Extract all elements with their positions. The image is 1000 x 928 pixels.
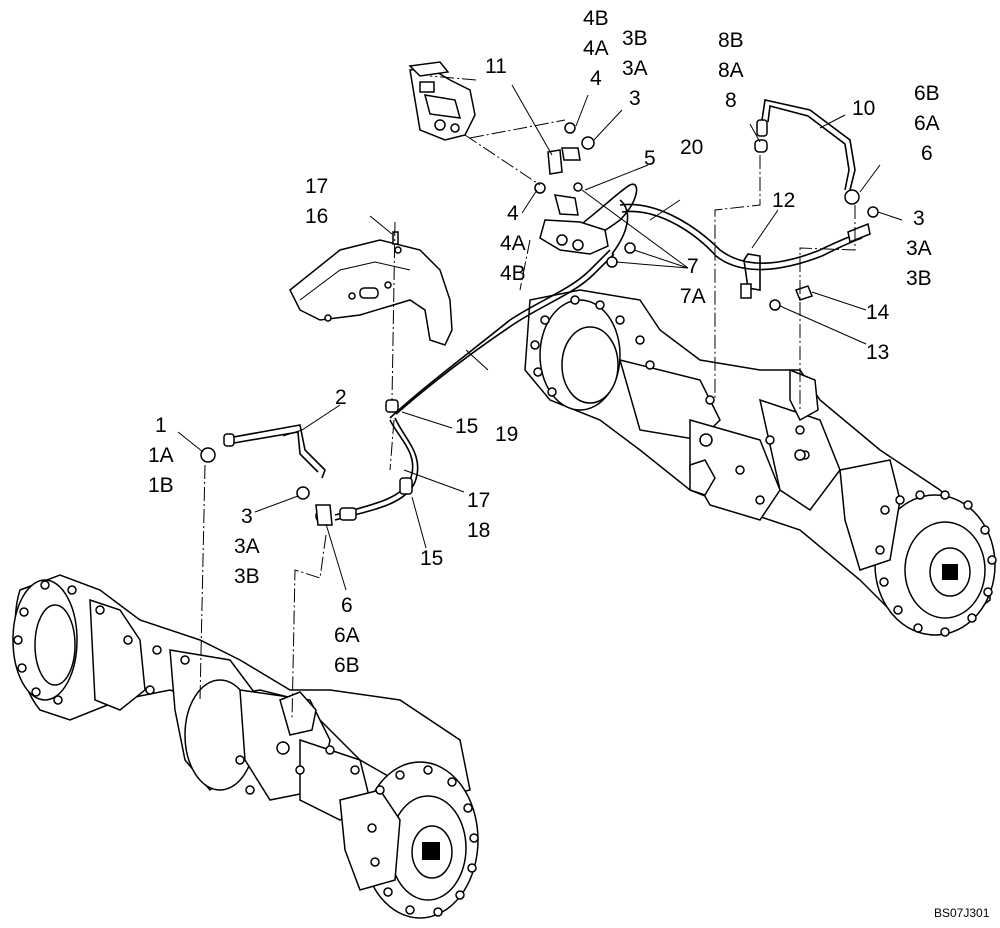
callout-line: 3B	[234, 565, 260, 588]
callout-7: 7 7A	[680, 256, 706, 308]
callout-line: 17	[305, 175, 329, 198]
callout-line: 8	[725, 89, 737, 112]
callout-line: 4B	[583, 7, 609, 30]
callout-line: 6B	[334, 654, 360, 677]
callout-3-left: 3 3A 3B	[234, 506, 260, 588]
callout-2: 2	[335, 387, 347, 409]
drawing-reference-code: BS07J301	[934, 906, 990, 920]
callout-line: 15	[420, 547, 444, 570]
callout-line: 13	[866, 341, 890, 364]
callout-15-upper: 15	[455, 416, 478, 438]
callout-line: 16	[305, 205, 329, 228]
callout-line: 18	[467, 519, 491, 542]
callout-line: 5	[644, 147, 656, 170]
callout-line: 3A	[234, 535, 260, 558]
callout-12: 12	[772, 190, 795, 212]
callout-line: 2	[335, 386, 347, 409]
leader-lines	[177, 75, 903, 721]
callout-line: 8A	[718, 59, 744, 82]
callout-20: 20	[680, 137, 703, 159]
callout-line: 19	[495, 423, 519, 446]
callout-5: 5	[644, 148, 656, 170]
callout-line: 4A	[583, 37, 609, 60]
callout-line: 7A	[680, 285, 706, 308]
callout-line: 10	[852, 97, 876, 120]
callout-line: 6A	[914, 112, 940, 135]
callout-line: 6A	[334, 624, 360, 647]
callout-line: 3	[629, 87, 641, 110]
callout-14: 14	[866, 302, 889, 324]
callout-3-top: 3B 3A 3	[622, 28, 648, 110]
callout-line: 4A	[500, 232, 526, 255]
callout-15-lower: 15	[420, 548, 443, 570]
callout-6-left: 6 6A 6B	[334, 595, 360, 677]
callout-line: 8B	[718, 29, 744, 52]
callout-line: 20	[680, 136, 704, 159]
callout-17-18: 17 18	[467, 490, 490, 542]
callout-3-right: 3 3A 3B	[906, 208, 932, 290]
callout-4-top: 4B 4A 4	[583, 8, 609, 90]
callout-line: 4	[590, 67, 602, 90]
callout-6-right: 6B 6A 6	[914, 83, 940, 165]
brake-valve	[408, 61, 476, 141]
callout-line: 3B	[622, 27, 648, 50]
rear-axle-assembly	[12, 574, 479, 919]
callout-line: 7	[687, 255, 699, 278]
callout-line: 15	[455, 415, 479, 438]
callout-19: 19	[495, 424, 518, 446]
callout-line: 6	[921, 142, 933, 165]
callout-line: 4	[507, 202, 519, 225]
callout-4-mid: 4 4A 4B	[500, 203, 526, 285]
callout-11: 11	[485, 56, 507, 78]
callout-8: 8B 8A 8	[718, 30, 744, 112]
callout-line: 3	[913, 207, 925, 230]
callout-line: 1A	[148, 444, 174, 467]
hydraulic-lines	[200, 99, 879, 526]
callout-17-16: 17 16	[305, 176, 328, 228]
front-axle-assembly	[524, 289, 997, 637]
callout-13: 13	[866, 342, 889, 364]
callout-line: 6B	[914, 82, 940, 105]
callout-line: 4B	[500, 262, 526, 285]
callout-line: 12	[772, 189, 796, 212]
callout-line: 3B	[906, 267, 932, 290]
callout-10: 10	[852, 98, 875, 120]
callout-line: 6	[341, 594, 353, 617]
mounting-bracket	[289, 231, 453, 346]
callout-line: 17	[467, 489, 491, 512]
callout-line: 3	[241, 505, 253, 528]
callout-line: 11	[485, 55, 507, 78]
callout-line: 1	[155, 414, 167, 437]
callout-line: 1B	[148, 474, 174, 497]
callout-1: 1 1A 1B	[148, 415, 174, 497]
callout-line: 3A	[906, 237, 932, 260]
callout-line: 3A	[622, 57, 648, 80]
callout-line: 14	[866, 301, 890, 324]
